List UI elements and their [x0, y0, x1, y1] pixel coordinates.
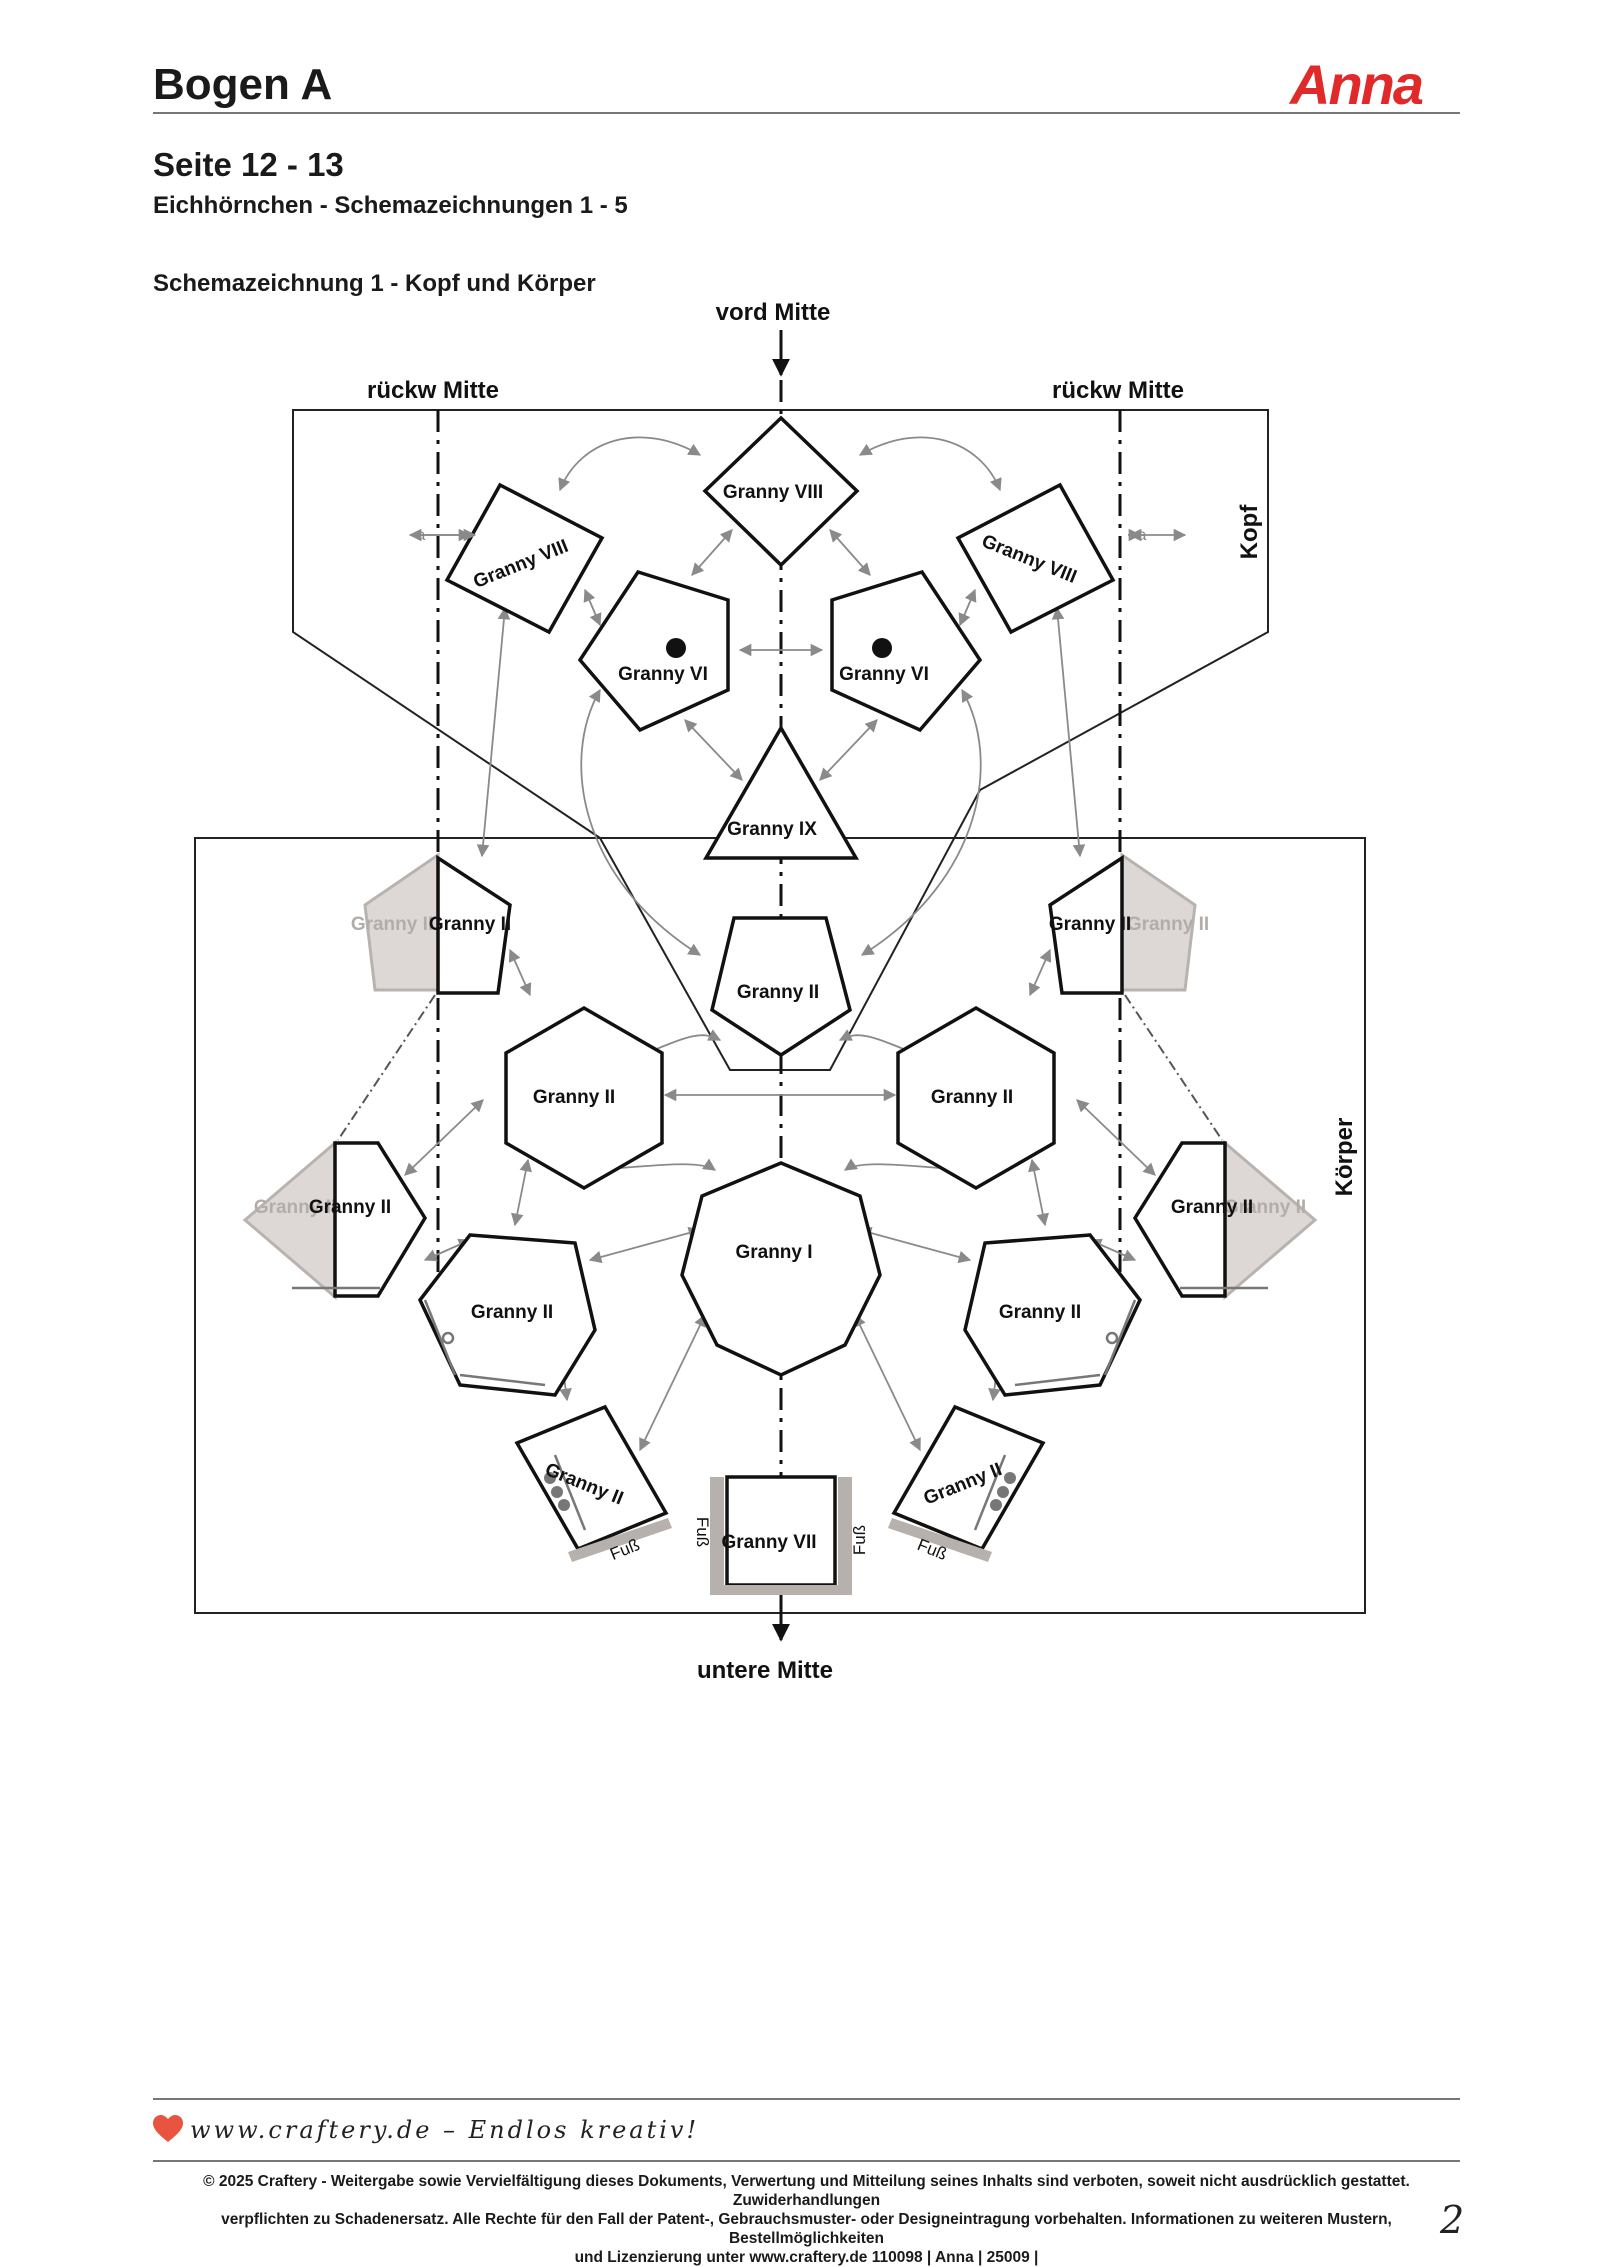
granny-ii-top — [710, 916, 853, 1058]
label-rueckw-left: rückw Mitte — [367, 377, 499, 404]
copyright-line-1: © 2025 Craftery - Weitergabe sowie Vervi… — [203, 2173, 1410, 2209]
seam-lines — [337, 994, 1223, 1141]
svg-text:Granny II: Granny II — [1224, 1197, 1306, 1218]
label-granny-vii: Granny VII — [721, 1532, 816, 1553]
eye-right — [872, 638, 892, 658]
label-granny-ii-low-left: Granny II — [471, 1302, 553, 1323]
section-subtitle: Eichhörnchen - Schemazeichnungen 1 - 5 — [153, 192, 628, 219]
granny-vii — [725, 1475, 837, 1587]
document-title: Bogen A — [153, 60, 333, 109]
label-untere-mitte: untere Mitte — [697, 1657, 833, 1684]
label-granny-ii-left-upper: Granny II — [429, 914, 511, 935]
svg-text:Granny II: Granny II — [254, 1197, 336, 1218]
footer-divider-bottom — [153, 2160, 1460, 2162]
granny-ii-low-left — [417, 1233, 597, 1397]
copyright-line-3: und Lizenzierung unter www.craftery.de 1… — [574, 2249, 1039, 2266]
granny-shapes — [333, 415, 1227, 1587]
bead-marks — [544, 1472, 1016, 1511]
label-granny-ix: Granny IX — [727, 819, 817, 840]
granny-ii-left-upper — [436, 854, 512, 995]
label-kopf: Kopf — [1236, 504, 1263, 560]
schema-diagram: Granny II Granny II Granny II Granny II — [194, 299, 1366, 1684]
label-a-left: a — [417, 527, 426, 544]
granny-vi-right — [830, 569, 983, 733]
diagram-title: Schemazeichnung 1 - Kopf und Körper — [153, 270, 596, 297]
label-granny-ii-top: Granny II — [737, 982, 819, 1003]
header-divider — [153, 112, 1460, 114]
diagram-labels: vord Mitte rückw Mitte rückw Mitte unter… — [367, 299, 1358, 1684]
side-labels: Granny II Granny II Granny II Granny II — [309, 914, 1253, 1218]
label-vord-mitte: vord Mitte — [716, 299, 831, 326]
label-granny-ii-low-right: Granny II — [999, 1302, 1081, 1323]
label-a-right: a — [1138, 527, 1147, 544]
footer-tagline: www.craftery.de – Endlos kreativ! — [190, 2116, 700, 2144]
label-fuss-vii-right: Fuß — [850, 1525, 869, 1555]
granny-ii-mid-right — [896, 1005, 1056, 1191]
foot-bars — [568, 1477, 992, 1595]
copyright-line-2: verpflichten zu Schadenersatz. Alle Rech… — [221, 2211, 1392, 2247]
label-granny-ii-right-upper: Granny II — [1049, 914, 1131, 935]
eye-left — [666, 638, 686, 658]
kopf-outline — [292, 409, 1269, 1071]
label-granny-i: Granny I — [735, 1242, 812, 1263]
label-granny-ii-side-right: Granny II — [1171, 1197, 1253, 1218]
label-koerper: Körper — [1331, 1118, 1358, 1197]
label-granny-ii-side-left: Granny II — [309, 1197, 391, 1218]
anna-logo: Anna — [1290, 53, 1424, 116]
granny-viii-right — [955, 482, 1116, 635]
granny-ix — [702, 724, 860, 860]
label-rueckw-right: rückw Mitte — [1052, 377, 1184, 404]
stitch-marks — [292, 1286, 1268, 1531]
small-labels: a a — [417, 527, 1147, 544]
heart-icon — [153, 2115, 183, 2142]
label-granny-ii-mid-left: Granny II — [533, 1087, 615, 1108]
granny-ii-foot-right — [891, 1404, 1046, 1552]
footer-divider-top — [153, 2098, 1460, 2100]
granny-ii-foot-left — [514, 1404, 669, 1552]
page-number: 2 — [1440, 2198, 1465, 2242]
svg-text:Granny II: Granny II — [1127, 914, 1209, 935]
section-title: Seite 12 - 13 — [153, 146, 344, 183]
label-granny-ii-mid-right: Granny II — [931, 1087, 1013, 1108]
label-fuss-vii-left: Fuß — [693, 1517, 712, 1547]
granny-vi-left — [577, 569, 730, 733]
label-granny-vi-right: Granny VI — [839, 664, 929, 685]
granny-ii-right-upper — [1048, 854, 1124, 995]
granny-i — [680, 1161, 882, 1377]
label-granny-viii-top: Granny VIII — [723, 482, 823, 503]
ghost-shapes — [242, 852, 1318, 1301]
granny-viii-left — [444, 482, 605, 635]
svg-text:Granny II: Granny II — [351, 914, 433, 935]
granny-ii-low-right — [963, 1233, 1143, 1397]
granny-ii-mid-left — [504, 1005, 664, 1191]
granny-ii-side-right — [1132, 1141, 1227, 1298]
granny-viii-top — [702, 415, 860, 568]
footer-copyright: © 2025 Craftery - Weitergabe sowie Vervi… — [153, 2172, 1460, 2267]
granny-ii-side-left — [333, 1141, 428, 1298]
label-granny-vi-left: Granny VI — [618, 664, 708, 685]
ghost-labels: Granny II Granny II Granny II Granny II — [254, 914, 1306, 1218]
